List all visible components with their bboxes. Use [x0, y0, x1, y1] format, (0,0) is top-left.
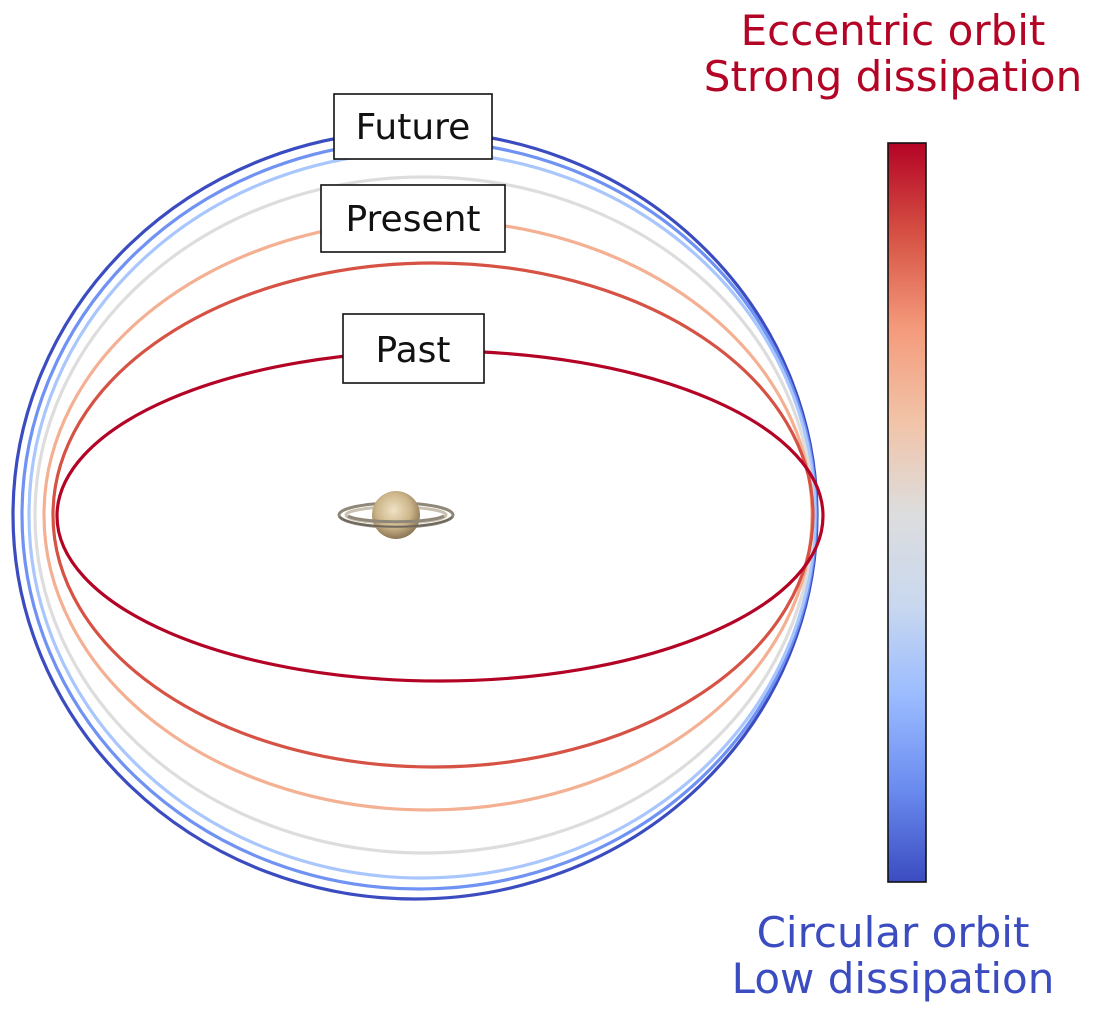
caption-strong-dissipation: Strong dissipation — [703, 52, 1083, 101]
saturn-icon — [337, 491, 455, 539]
colorbar — [887, 142, 927, 883]
label-past: Past — [342, 313, 485, 384]
colorbar-top-caption: Eccentric orbit Strong dissipation — [690, 8, 1096, 100]
label-present-text: Present — [345, 199, 480, 240]
caption-circular-orbit: Circular orbit — [756, 908, 1030, 957]
caption-eccentric-orbit: Eccentric orbit — [740, 6, 1046, 55]
label-future-text: Future — [356, 107, 471, 148]
orbit-mid-2 — [33, 175, 815, 855]
caption-low-dissipation: Low dissipation — [731, 954, 1055, 1003]
orbit-mid-1 — [51, 261, 815, 769]
label-present: Present — [320, 184, 506, 253]
orbit-present — [42, 218, 814, 812]
label-past-text: Past — [375, 330, 450, 371]
label-future: Future — [333, 93, 493, 160]
orbit-mid-3 — [27, 150, 817, 880]
colorbar-bottom-caption: Circular orbit Low dissipation — [715, 910, 1071, 1002]
orbit-past — [55, 349, 825, 683]
